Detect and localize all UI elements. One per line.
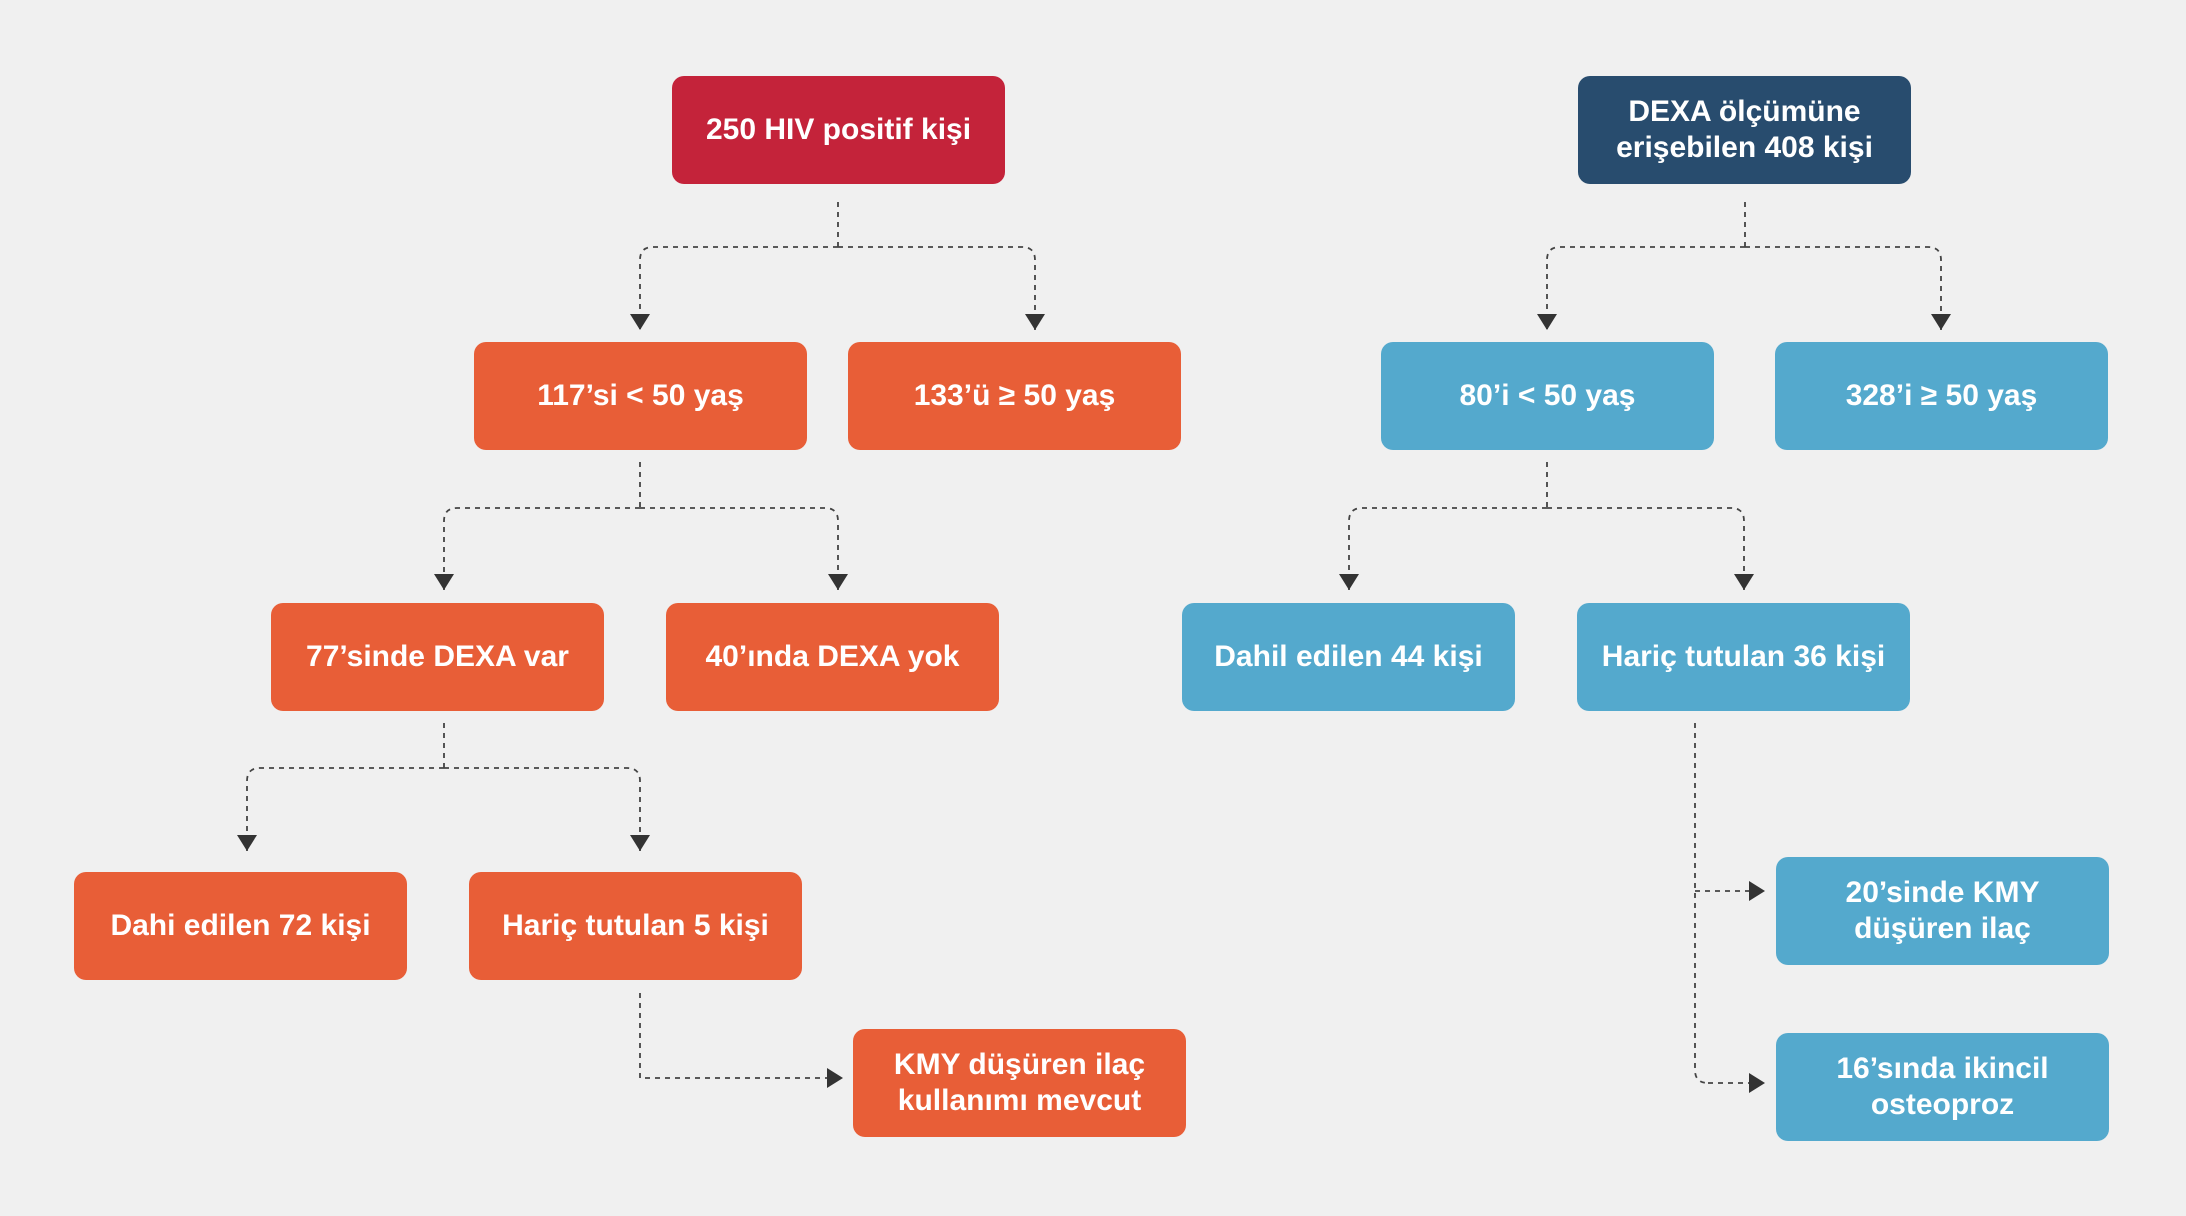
node-right-included: Dahil edilen 44 kişi [1182, 603, 1515, 711]
connector-root-left-to-under50 [630, 246, 838, 330]
connector-r-excluded-trunk [1694, 723, 1709, 1084]
connector-under50-to-dexa-yes [434, 507, 640, 590]
connector-dexa-yes-to-excluded [444, 767, 650, 851]
node-right-over-50: 328’i ≥ 50 yaş [1775, 342, 2108, 450]
node-left-over-50: 133’ü ≥ 50 yaş [848, 342, 1181, 450]
connector-r-under50-to-included [1339, 507, 1547, 590]
connector-root-left-to-over50 [838, 246, 1045, 330]
node-right-excluded: Hariç tutulan 36 kişi [1577, 603, 1910, 711]
node-right-excluded-secondary-osteoporosis: 16’sında ikincil osteoproz [1776, 1033, 2109, 1141]
node-left-under-50: 117’si < 50 yaş [474, 342, 807, 450]
node-right-under-50: 80’i < 50 yaş [1381, 342, 1714, 450]
node-dexa-access-total: DEXA ölçümüne erişebilen 408 kişi [1578, 76, 1911, 184]
connector-r-under50-to-excluded [1547, 507, 1754, 590]
node-left-excluded-reason: KMY düşüren ilaç kullanımı mevcut [853, 1029, 1186, 1137]
node-left-included: Dahi edilen 72 kişi [74, 872, 407, 980]
node-left-dexa-unavailable: 40’ında DEXA yok [666, 603, 999, 711]
node-left-dexa-available: 77’sinde DEXA var [271, 603, 604, 711]
node-hiv-positive-total: 250 HIV positif kişi [672, 76, 1005, 184]
connector-root-right-to-under50 [1537, 246, 1745, 330]
connector-dexa-yes-to-included [237, 767, 444, 851]
node-left-excluded: Hariç tutulan 5 kişi [469, 872, 802, 980]
connector-left-excluded-to-reason [639, 993, 843, 1088]
connector-root-right-to-over50 [1745, 246, 1951, 330]
connector-under50-to-dexa-no [640, 507, 848, 590]
node-right-excluded-kmy-drug: 20’sinde KMY düşüren ilaç [1776, 857, 2109, 965]
